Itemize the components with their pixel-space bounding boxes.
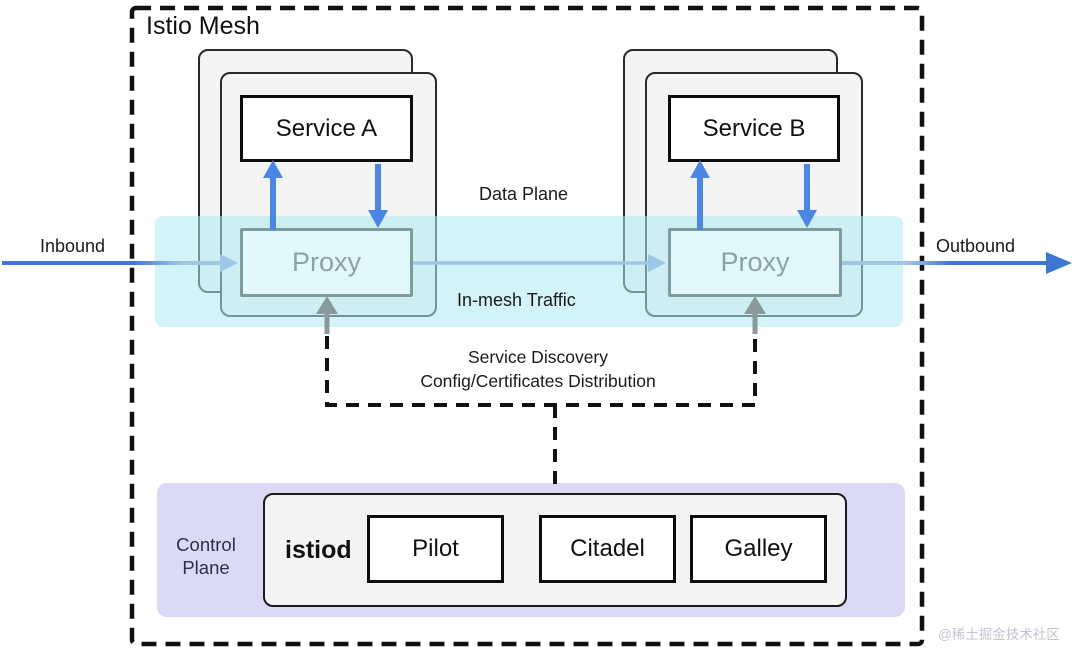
discovery-label-line1: Service Discovery	[467, 347, 609, 367]
discovery-label-line2: Config/Certificates Distribution	[420, 371, 656, 392]
inbound-label: Inbound	[40, 236, 106, 256]
pilot-label: Pilot	[412, 535, 459, 562]
service-a-box: Service A	[240, 95, 413, 162]
citadel-box: Citadel	[539, 515, 676, 583]
istiod-box: istiod Pilot Citadel Galley	[263, 493, 847, 607]
proxy-a-label: Proxy	[291, 247, 362, 277]
proxy-b-box: Proxy	[668, 228, 842, 297]
proxy-a-box: Proxy	[240, 228, 413, 297]
istiod-label: istiod	[285, 535, 352, 564]
service-b-label: Service B	[702, 114, 806, 142]
istio-mesh-title: Istio Mesh	[146, 12, 260, 40]
control-plane-label: Control Plane	[176, 534, 236, 579]
galley-box: Galley	[690, 515, 827, 583]
watermark: @稀土掘金技术社区	[938, 627, 1060, 642]
pilot-box: Pilot	[367, 515, 504, 583]
service-b-box: Service B	[668, 95, 840, 162]
data-plane-label: Data Plane	[479, 184, 569, 204]
in-mesh-traffic-label: In-mesh Traffic	[457, 290, 576, 310]
discovery-label: Service Discovery Config/Certificates Di…	[378, 345, 698, 393]
galley-label: Galley	[724, 535, 793, 562]
proxy-b-label: Proxy	[720, 247, 790, 277]
citadel-label: Citadel	[570, 535, 645, 562]
outbound-label: Outbound	[936, 236, 1016, 256]
service-a-label: Service A	[275, 114, 378, 142]
